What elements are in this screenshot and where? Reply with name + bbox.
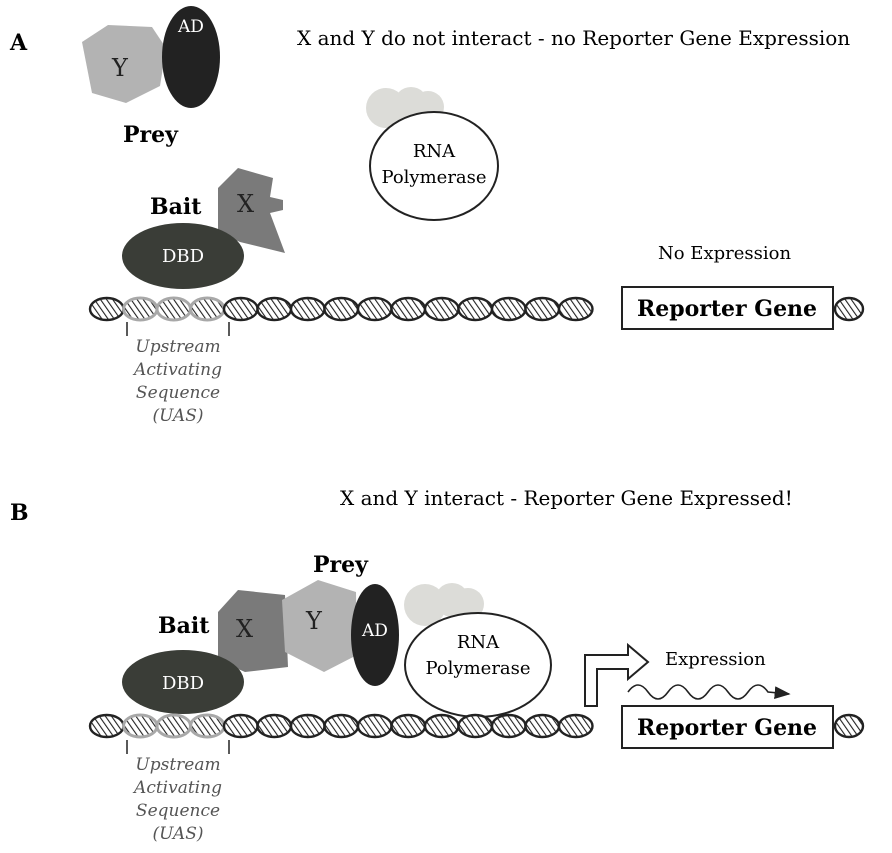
dna-turn xyxy=(524,296,561,322)
bait-label-a: Bait xyxy=(150,194,202,220)
prey-complex-a: Y AD xyxy=(82,6,220,108)
dna-turn xyxy=(323,713,360,739)
uas-dna-turn xyxy=(155,713,192,739)
mrna-squiggle xyxy=(627,684,791,700)
dna-turn xyxy=(423,713,460,739)
dna-turn xyxy=(557,713,594,739)
dna-turn xyxy=(88,713,125,739)
no-expression-label: No Expression xyxy=(658,243,791,264)
dna-turn xyxy=(390,296,427,322)
dna-turn xyxy=(524,713,561,739)
dna-turn xyxy=(256,296,293,322)
y-label-a: Y xyxy=(111,54,129,82)
uas-line1-b: Upstream xyxy=(135,755,220,775)
dna-turn xyxy=(833,296,865,322)
uas-line1-a: Upstream xyxy=(135,337,220,357)
dna-turn xyxy=(356,296,393,322)
uas-line4-a: (UAS) xyxy=(153,406,204,426)
dna-turn xyxy=(356,713,393,739)
rna-polymerase-line1-a: RNA xyxy=(413,141,456,162)
panel-b-letter: B xyxy=(10,500,29,526)
transcription-start-arrow xyxy=(584,642,650,707)
uas-dna-turn xyxy=(122,296,159,322)
rna-polymerase-subunits-b xyxy=(404,583,484,626)
uas-line3-b: Sequence xyxy=(136,801,220,821)
uas-line4-b: (UAS) xyxy=(153,824,204,844)
uas-line3-a: Sequence xyxy=(136,383,220,403)
rna-polymerase-a: RNA Polymerase xyxy=(366,87,499,221)
dna-turn xyxy=(289,296,326,322)
expression-label: Expression xyxy=(665,649,766,670)
x-protein-b xyxy=(218,590,288,672)
uas-dna-turn xyxy=(189,713,226,739)
dna-turn xyxy=(457,296,494,322)
dna-strand-a xyxy=(88,296,865,322)
rna-polymerase-line1-b: RNA xyxy=(457,632,500,653)
reporter-gene-label-b: Reporter Gene xyxy=(637,715,817,741)
x-protein-a xyxy=(218,168,285,253)
dna-turn xyxy=(222,713,259,739)
uas-line2-a: Activating xyxy=(132,360,222,380)
dna-turn xyxy=(289,713,326,739)
dna-turn xyxy=(490,713,527,739)
bait-complex-a: X DBD xyxy=(122,168,285,289)
ad-label-a: AD xyxy=(177,17,204,37)
reporter-gene-b: Reporter Gene xyxy=(621,705,834,749)
dbd-label-b: DBD xyxy=(162,673,204,694)
uas-line2-b: Activating xyxy=(132,778,222,798)
panel-a: A X and Y do not interact - no Reporter … xyxy=(9,6,865,426)
uas-dna-turn xyxy=(155,296,192,322)
dbd-label-a: DBD xyxy=(162,246,204,267)
prey-label-b: Prey xyxy=(313,552,369,578)
y-protein-b xyxy=(282,580,357,672)
dna-strand-b xyxy=(88,713,865,739)
x-label-b: X xyxy=(236,615,253,643)
uas-dna-turn xyxy=(189,296,226,322)
ad-domain-b xyxy=(351,584,399,686)
reporter-gene-label-a: Reporter Gene xyxy=(637,296,817,322)
dna-turn xyxy=(256,713,293,739)
dna-turn xyxy=(457,713,494,739)
dna-turn xyxy=(222,296,259,322)
panel-b: B X and Y interact - Reporter Gene Expre… xyxy=(10,486,865,844)
dna-turn xyxy=(323,296,360,322)
prey-label-a: Prey xyxy=(123,122,179,148)
dna-turn xyxy=(833,713,865,739)
dbd-domain-a xyxy=(122,223,244,289)
ad-domain-a xyxy=(162,6,220,108)
uas-annotation-a: Upstream Activating Sequence (UAS) xyxy=(126,322,230,426)
dna-turn xyxy=(423,296,460,322)
dna-turn xyxy=(490,296,527,322)
bait-label-b: Bait xyxy=(158,613,210,639)
uas-dna-turn xyxy=(122,713,159,739)
panel-a-caption: X and Y do not interact - no Reporter Ge… xyxy=(297,26,850,50)
rna-polymerase-line2-b: Polymerase xyxy=(425,658,530,679)
dbd-domain-b xyxy=(122,650,244,714)
ad-label-b: AD xyxy=(361,621,388,641)
rna-polymerase-line2-a: Polymerase xyxy=(381,167,486,188)
panel-a-letter: A xyxy=(9,30,28,56)
reporter-gene-a: Reporter Gene xyxy=(621,286,834,330)
dna-turn xyxy=(390,713,427,739)
panel-b-caption: X and Y interact - Reporter Gene Express… xyxy=(340,486,793,510)
uas-annotation-b: Upstream Activating Sequence (UAS) xyxy=(126,740,230,844)
rna-polymerase-body-a xyxy=(369,111,499,221)
dna-turn xyxy=(88,296,125,322)
dna-turn xyxy=(557,296,594,322)
y-protein-a xyxy=(82,25,166,103)
y-label-b: Y xyxy=(305,607,323,635)
x-label-a: X xyxy=(237,190,254,218)
